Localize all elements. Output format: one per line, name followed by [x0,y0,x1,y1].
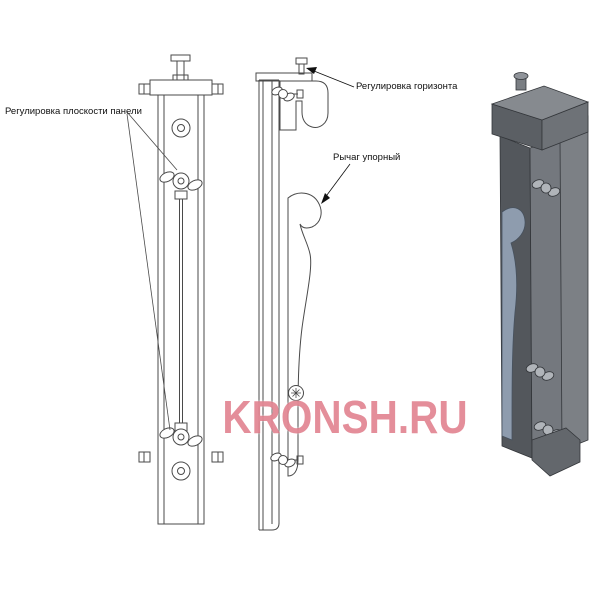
pivot-screw [288,385,304,401]
upper-wing-nut [159,171,203,200]
label-panel-plane-adjustment: Регулировка плоскости панели [5,106,142,117]
lower-hole [171,461,191,481]
top-side-bolts [138,83,224,95]
render-lever [501,207,526,441]
top-plate [149,79,213,96]
horizon-arrow [306,67,355,88]
side-lower-wing-bolt [270,452,304,468]
label-thrust-lever: Рычаг упорный [333,152,401,163]
bottom-side-bolts [138,451,224,463]
annotation-arrows [306,67,355,204]
render-cap-bolt [513,72,529,91]
top-hook [279,80,329,131]
bracket-body [157,94,205,525]
render-wing-nut-top [531,179,561,197]
channel-profile [258,79,280,531]
front-view-drawing [126,54,224,525]
leader-lines-panel-plane [126,111,178,431]
watermark: KRONSH.RU [222,391,468,443]
horizon-bolt [295,57,308,75]
render-bottom-foot [531,427,581,477]
thrust-lever-shape [287,192,322,477]
label-horizon-adjustment: Регулировка горизонта [356,81,458,92]
lower-wing-nut [159,422,203,447]
render-wing-nut-middle [525,363,555,381]
render-rear-rail [557,115,589,453]
upper-hole [171,118,191,138]
top-bolt [170,54,191,81]
side-upper-wing-bolt [271,86,304,102]
adjustment-rod [179,199,183,423]
lever-arrow [321,163,351,204]
render-3d-view [490,72,590,477]
side-view-drawing [255,57,329,531]
render-cap-top [490,85,590,121]
